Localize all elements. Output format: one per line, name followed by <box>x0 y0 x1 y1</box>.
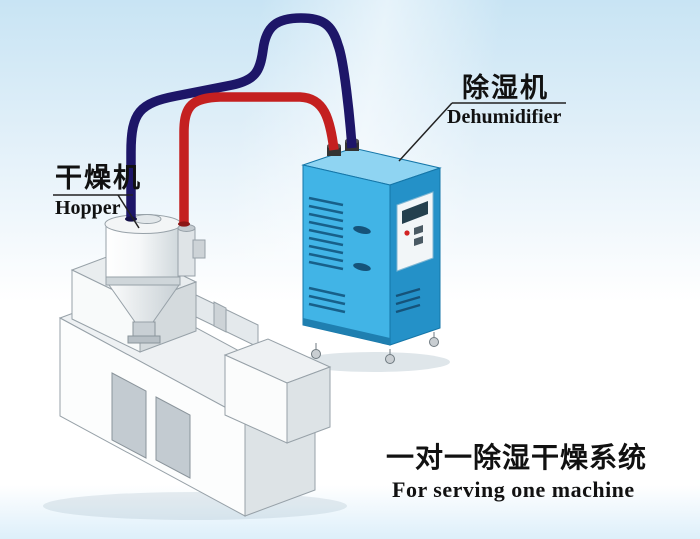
handle-slot-1 <box>353 225 371 235</box>
return-air-pipe <box>126 13 357 220</box>
hopper-label-cn: 干燥机 <box>55 163 142 193</box>
side-vent-slots <box>395 287 421 314</box>
vent-slots-upper <box>308 196 344 271</box>
hopper-label-en: Hopper <box>55 197 121 219</box>
hopper-leader-line <box>117 194 140 229</box>
panel-button-1[interactable] <box>414 225 423 235</box>
dry-air-pipe <box>179 92 339 224</box>
hopper-neck <box>132 321 156 337</box>
loader-pipe <box>177 227 196 277</box>
label-lines <box>53 102 566 229</box>
caption-cn: 一对一除湿干燥系统 <box>386 442 648 473</box>
loader-pipe-collar <box>178 221 190 227</box>
panel-indicator-light <box>404 230 410 236</box>
casters <box>311 332 439 364</box>
extruder-machine <box>58 248 332 517</box>
hopper-clamp-band <box>105 276 181 286</box>
panel-button-2[interactable] <box>414 236 423 246</box>
handle-slot-2 <box>353 262 371 272</box>
barrel-coupling <box>213 301 227 333</box>
cabinet-shadow <box>298 352 450 372</box>
machine-door-1 <box>111 372 147 459</box>
hopper-lid-cap <box>132 214 162 224</box>
hopper-flange <box>127 335 161 344</box>
vent-slots-lower <box>308 286 346 314</box>
dehumidifier-label-cn: 除湿机 <box>462 73 549 103</box>
machine-door-2 <box>155 396 191 479</box>
loader-motor <box>192 239 206 259</box>
hose-port-left <box>327 146 341 156</box>
dehumidifier-label-en: Dehumidifier <box>447 106 562 128</box>
panel-display <box>402 201 428 224</box>
machine-box-side <box>286 366 331 444</box>
dehumidifier-leader-line <box>398 102 453 162</box>
caption-en: For serving one machine <box>392 477 635 502</box>
machine-shadow <box>43 492 347 520</box>
hopper-dryer <box>104 214 206 344</box>
cabinet-base-strip <box>303 318 390 345</box>
dehumidifier-cabinet <box>301 138 442 364</box>
pipes <box>125 13 357 227</box>
